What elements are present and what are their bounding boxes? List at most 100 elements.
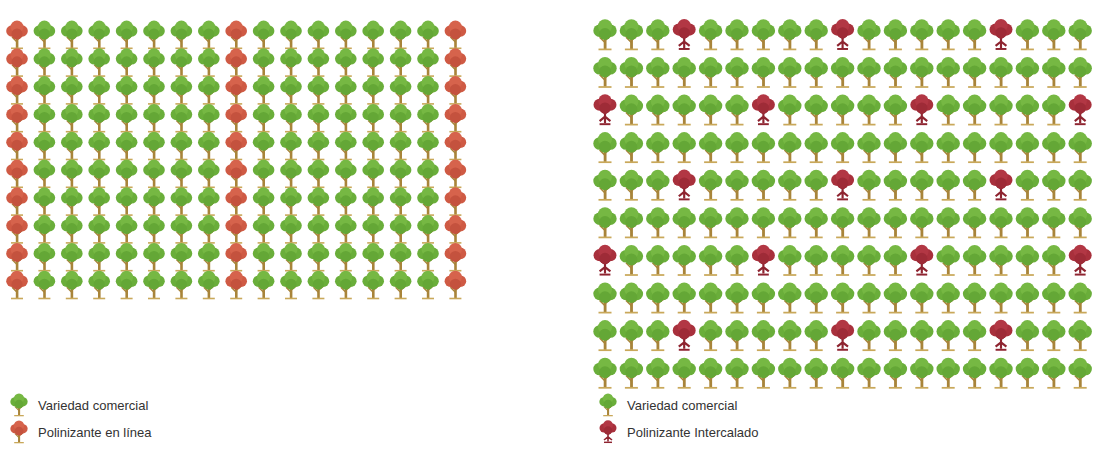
commercial-tree (805, 207, 828, 238)
commercial-tree (308, 104, 330, 133)
pollinizer-tree (225, 48, 247, 77)
commercial-tree (910, 170, 933, 201)
pollinizer-tree (910, 94, 933, 125)
commercial-tree (857, 207, 880, 238)
commercial-tree (1016, 170, 1039, 201)
pollinizer-tree (990, 320, 1013, 351)
commercial-tree (116, 132, 138, 161)
commercial-tree (989, 132, 1012, 163)
commercial-tree (937, 170, 960, 201)
commercial-tree (34, 76, 56, 105)
commercial-tree (362, 21, 384, 50)
commercial-tree (1069, 282, 1092, 313)
commercial-tree (699, 245, 722, 276)
commercial-tree (362, 215, 384, 244)
commercial-tree (778, 94, 801, 125)
commercial-tree (778, 282, 801, 313)
commercial-tree (752, 19, 775, 50)
commercial-tree (937, 358, 960, 389)
commercial-tree (390, 48, 412, 77)
pollinizer-tree (6, 21, 28, 50)
commercial-tree (831, 132, 854, 163)
commercial-tree (88, 21, 110, 50)
commercial-tree (620, 19, 643, 50)
commercial-tree (989, 245, 1012, 276)
commercial-tree (725, 282, 748, 313)
pollinizer-tree (752, 245, 775, 276)
commercial-tree (417, 76, 439, 105)
commercial-tree (335, 271, 357, 300)
commercial-tree (143, 271, 165, 300)
commercial-tree (725, 19, 748, 50)
pollinizer-tree (6, 215, 28, 244)
commercial-tree (593, 170, 616, 201)
commercial-tree (116, 160, 138, 189)
commercial-tree (646, 207, 669, 238)
commercial-tree (171, 215, 193, 244)
pollinizer-tree (673, 169, 696, 200)
commercial-tree (143, 160, 165, 189)
commercial-tree (699, 57, 722, 88)
commercial-tree (34, 48, 56, 77)
commercial-tree (805, 320, 828, 351)
commercial-tree (362, 76, 384, 105)
commercial-tree (699, 358, 722, 389)
commercial-tree (805, 245, 828, 276)
commercial-tree (646, 358, 669, 389)
pollinizer-tree (225, 187, 247, 216)
commercial-tree (34, 21, 56, 50)
commercial-tree (884, 57, 907, 88)
commercial-tree (198, 243, 220, 272)
commercial-tree (937, 132, 960, 163)
commercial-tree (61, 160, 83, 189)
commercial-tree (1042, 358, 1065, 389)
commercial-tree (116, 243, 138, 272)
commercial-tree (752, 132, 775, 163)
pollinizer-tree (445, 187, 467, 216)
commercial-tree (253, 132, 275, 161)
commercial-tree (171, 21, 193, 50)
commercial-tree (253, 271, 275, 300)
commercial-tree (857, 94, 880, 125)
commercial-tree (778, 19, 801, 50)
tree-grid-in-line (6, 21, 466, 300)
commercial-tree (699, 320, 722, 351)
commercial-tree (937, 207, 960, 238)
commercial-tree (884, 358, 907, 389)
commercial-tree (253, 76, 275, 105)
commercial-tree (88, 132, 110, 161)
pollinizer-tree (225, 160, 247, 189)
commercial-tree (198, 76, 220, 105)
commercial-tree (116, 76, 138, 105)
commercial-tree (673, 94, 696, 125)
legend-label: Polinizante en línea (38, 425, 151, 440)
commercial-tree (390, 132, 412, 161)
commercial-tree (88, 187, 110, 216)
commercial-tree (88, 104, 110, 133)
commercial-tree (963, 57, 986, 88)
commercial-tree (390, 160, 412, 189)
commercial-tree (752, 170, 775, 201)
commercial-tree (61, 215, 83, 244)
commercial-tree (143, 104, 165, 133)
commercial-tree (805, 358, 828, 389)
commercial-tree (335, 160, 357, 189)
commercial-tree (620, 282, 643, 313)
pollinizer-tree (6, 187, 28, 216)
commercial-tree (805, 170, 828, 201)
commercial-tree (963, 19, 986, 50)
commercial-tree (34, 215, 56, 244)
pollinizer-tree (445, 21, 467, 50)
commercial-tree (335, 215, 357, 244)
commercial-tree (390, 243, 412, 272)
pollinizer-tree (752, 94, 775, 125)
commercial-tree (253, 187, 275, 216)
commercial-tree (61, 243, 83, 272)
commercial-tree (646, 320, 669, 351)
commercial-tree (143, 21, 165, 50)
commercial-tree (1042, 170, 1065, 201)
commercial-tree (308, 48, 330, 77)
pollinizer-tree (225, 132, 247, 161)
commercial-tree (61, 21, 83, 50)
commercial-tree (725, 57, 748, 88)
